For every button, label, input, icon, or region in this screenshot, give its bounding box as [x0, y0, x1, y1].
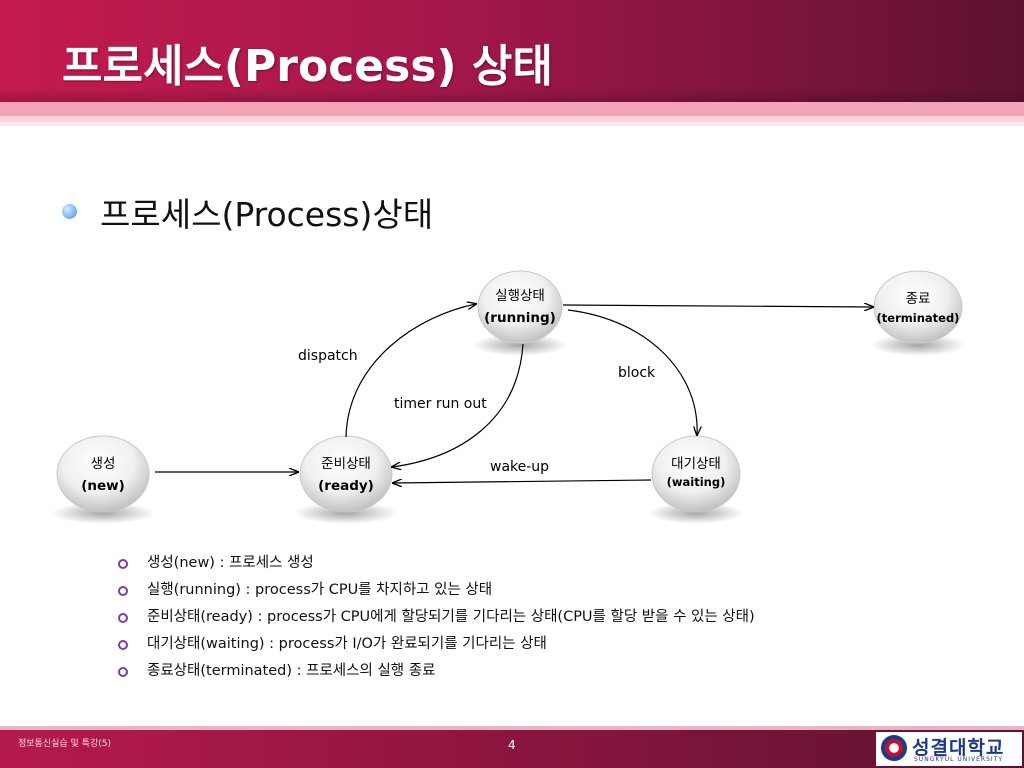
bullet-icon [118, 559, 128, 569]
node-shadow [870, 334, 966, 356]
state-terminated-ko: 종료 [906, 291, 931, 307]
main-heading: 프로세스(Process)상태 [100, 195, 434, 234]
node-shadow [51, 502, 155, 524]
edge-label-timer-run-out: timer run out [394, 396, 487, 412]
state-waiting: 대기상태 (waiting) [651, 435, 741, 513]
definition-text: 종료상태(terminated) : 프로세스의 실행 종료 [147, 663, 436, 679]
title-stripe [0, 116, 1024, 122]
page-title: 프로세스(Process) 상태 [62, 41, 553, 92]
definition-text: 준비상태(ready) : process가 CPU에게 할당되기를 기다리는 … [147, 609, 755, 625]
page-number: 4 [508, 738, 516, 752]
university-logo: 성결대학교 SUNGKYUL UNIVERSITY [876, 732, 1022, 766]
edge-label-dispatch: dispatch [298, 348, 358, 364]
edge-block [567, 309, 697, 435]
state-terminated-en: (terminated) [877, 311, 960, 325]
node-shadow [648, 502, 744, 524]
list-item: 대기상태(waiting) : process가 I/O가 완료되기를 기다리는… [118, 631, 755, 658]
list-item: 준비상태(ready) : process가 CPU에게 할당되기를 기다리는 … [118, 604, 755, 631]
bullet-icon [118, 640, 128, 650]
state-running: 실행상태 (running) [477, 270, 563, 344]
bullet-icon [118, 586, 128, 596]
logo-subtext: SUNGKYUL UNIVERSITY [914, 756, 1003, 763]
edge-running-terminated [562, 305, 873, 307]
footer-divider [0, 726, 1024, 730]
list-item: 실행(running) : process가 CPU를 차지하고 있는 상태 [118, 577, 755, 604]
state-new-en: (new) [81, 478, 125, 494]
edge-label-wake-up: wake-up [490, 459, 549, 475]
state-new: 생성 (new) [56, 435, 150, 513]
node-shadow [294, 502, 398, 524]
edge-wake-up [393, 480, 652, 483]
bullet-icon [62, 204, 77, 219]
definition-text: 대기상태(waiting) : process가 I/O가 완료되기를 기다리는… [147, 636, 547, 652]
definition-list: 생성(new) : 프로세스 생성 실행(running) : process가… [118, 550, 755, 685]
list-item: 종료상태(terminated) : 프로세스의 실행 종료 [118, 658, 755, 685]
list-item: 생성(new) : 프로세스 생성 [118, 550, 755, 577]
state-running-en: (running) [484, 310, 556, 326]
edge-label-block: block [618, 365, 656, 381]
course-name: 정보통신실습 및 특강(5) [18, 739, 111, 749]
state-ready: 준비상태 (ready) [299, 435, 393, 513]
state-new-ko: 생성 [91, 456, 116, 472]
bullet-icon [118, 613, 128, 623]
edge-timer-run-out [392, 343, 524, 467]
state-ready-ko: 준비상태 [321, 456, 371, 472]
title-stripe [0, 102, 1024, 116]
definition-text: 생성(new) : 프로세스 생성 [147, 555, 314, 571]
state-terminated: 종료 (terminated) [873, 270, 963, 344]
state-running-ko: 실행상태 [495, 288, 545, 304]
bullet-icon [118, 667, 128, 677]
university-seal-icon [881, 735, 907, 761]
title-stripe [0, 122, 1024, 126]
state-ready-en: (ready) [318, 478, 374, 494]
definition-text: 실행(running) : process가 CPU를 차지하고 있는 상태 [147, 582, 493, 598]
state-waiting-ko: 대기상태 [671, 456, 721, 472]
logo-text: 성결대학교 [912, 737, 1005, 759]
footer-bar [0, 730, 1024, 768]
node-shadow [472, 334, 568, 356]
title-bar-shade [0, 88, 1024, 102]
title-bar [0, 0, 1024, 102]
edge-dispatch [345, 304, 476, 438]
state-waiting-en: (waiting) [667, 475, 726, 489]
